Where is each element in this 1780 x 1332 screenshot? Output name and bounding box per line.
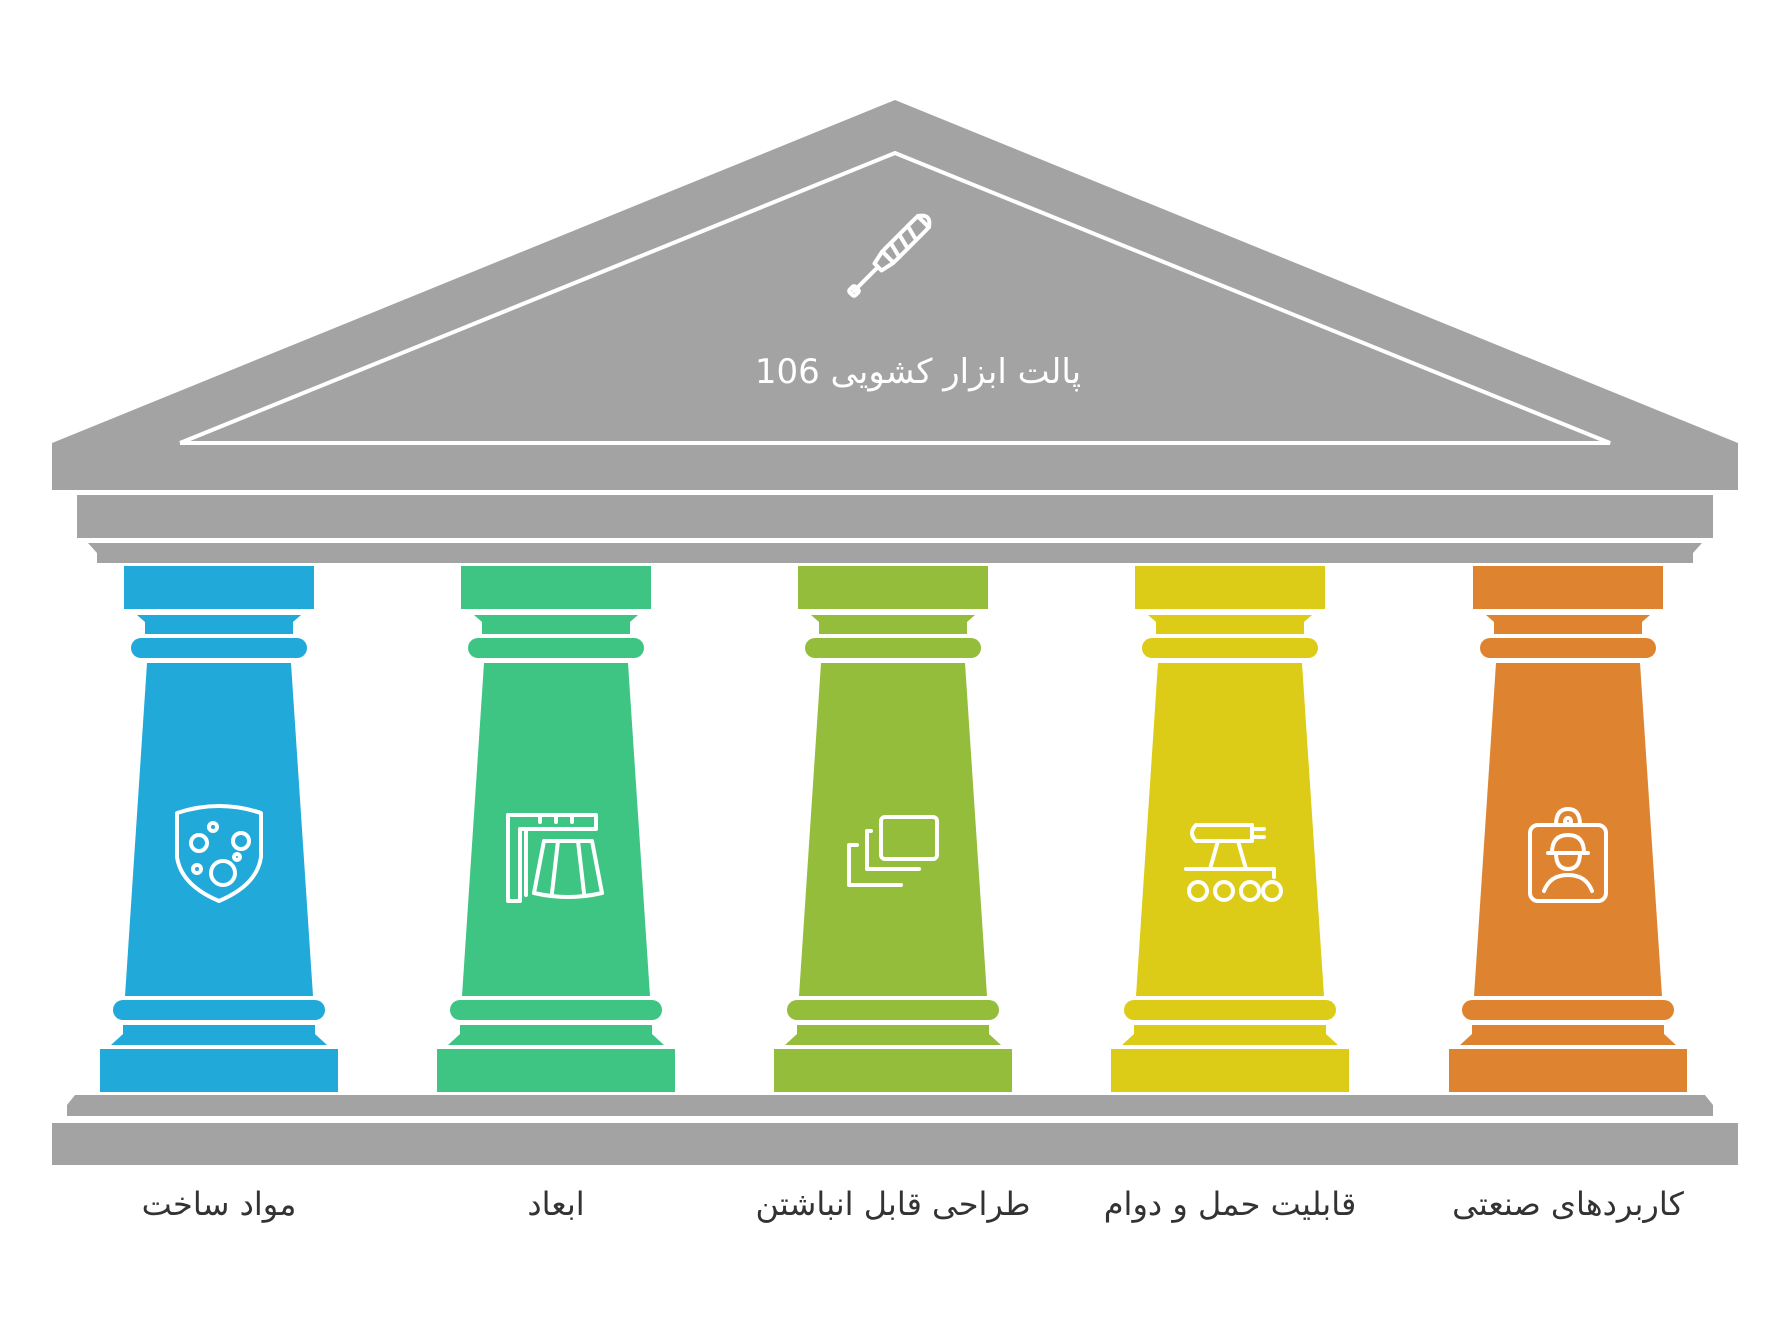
pillar-capital-neck (1486, 615, 1650, 634)
screwdriver-icon (847, 213, 932, 298)
pillar-label-3: طراحی قابل انباشتن (755, 1185, 1031, 1223)
material-shield-icon-part (207, 821, 219, 833)
cannon-cart-icon-part (1190, 823, 1254, 843)
stacked-layers-icon-part (847, 843, 903, 887)
capital-shelf (88, 543, 1702, 563)
pillar-label-1: مواد ساخت (141, 1185, 297, 1223)
pillar-3 (774, 566, 1012, 1092)
pillar-label-4: قابلیت حمل و دوام (1103, 1185, 1357, 1223)
pillar-upper-ring (131, 638, 307, 658)
pillar-capital-neck (137, 615, 301, 634)
measure-dimensions-icon-part (532, 839, 604, 899)
worker-badge-icon-part (1542, 873, 1594, 893)
cannon-cart-icon-part (1187, 880, 1209, 902)
stacked-layers-icon (847, 815, 939, 887)
cannon-cart-icon-part (1261, 880, 1283, 902)
worker-badge-icon-part (1554, 851, 1582, 871)
pillar-upper-ring (1142, 638, 1318, 658)
measure-dimensions-icon-part (576, 839, 586, 895)
pediment-outline (179, 150, 1611, 445)
pillar-label-2: ابعاد (527, 1185, 585, 1223)
pillar-shaft (1474, 663, 1662, 996)
pillar-4 (1111, 566, 1349, 1092)
material-shield-icon-part (175, 804, 263, 903)
material-shield-icon-part (209, 859, 237, 887)
pillar-label-5: کاربردهای صنعتی (1452, 1185, 1684, 1223)
pillar-base-neck (785, 1025, 1001, 1045)
pillar-base (1111, 1049, 1349, 1092)
pillar-capital-neck (811, 615, 975, 634)
pillar-5 (1449, 566, 1687, 1092)
pillar-upper-ring (468, 638, 644, 658)
cannon-cart-icon-part (1250, 827, 1266, 839)
pillar-capital-neck (474, 615, 638, 634)
worker-badge-icon-part (1550, 833, 1586, 855)
pillar-base-neck (448, 1025, 664, 1045)
pillars (100, 566, 1687, 1092)
roof (52, 100, 1738, 563)
pillar-upper-ring (805, 638, 981, 658)
cannon-cart-icon-part (1213, 880, 1235, 902)
pillar-capital (461, 566, 651, 609)
material-shield-icon-part (231, 831, 251, 851)
pillar-shaft (1136, 663, 1324, 996)
pillar-lower-ring (787, 1000, 999, 1020)
pillar-base (100, 1049, 338, 1092)
pillar-base (437, 1049, 675, 1092)
material-shield-icon (175, 804, 263, 903)
pillar-base (774, 1049, 1012, 1092)
pediment (52, 100, 1738, 490)
worker-badge-icon (1528, 807, 1608, 903)
pillar-capital (798, 566, 988, 609)
measure-dimensions-icon-part (550, 839, 560, 895)
material-shield-icon-part (191, 863, 203, 875)
pillar-upper-ring (1480, 638, 1656, 658)
pillar-shaft (799, 663, 987, 996)
pillar-lower-ring (113, 1000, 325, 1020)
worker-badge-icon-part (1563, 816, 1573, 826)
pillar-base-neck (1122, 1025, 1338, 1045)
pillar-lower-ring (450, 1000, 662, 1020)
base-step-top (67, 1095, 1713, 1116)
entablature (77, 495, 1713, 538)
pillar-shaft (125, 663, 313, 996)
pillar-capital (1135, 566, 1325, 609)
pillar-base (1449, 1049, 1687, 1092)
base (52, 1095, 1738, 1165)
pillar-base-neck (111, 1025, 327, 1045)
pillar-1 (100, 566, 338, 1092)
temple-title: پالت ابزار کشویی 106 (755, 352, 1081, 392)
pillar-lower-ring (1124, 1000, 1336, 1020)
base-step-bottom (52, 1123, 1738, 1165)
material-shield-icon-part (232, 852, 242, 862)
stacked-layers-icon-part (865, 829, 921, 871)
pillar-base-neck (1460, 1025, 1676, 1045)
worker-badge-icon-part (1554, 807, 1582, 827)
cannon-cart-icon-part (1239, 880, 1261, 902)
pillar-capital (1473, 566, 1663, 609)
measure-dimensions-icon (506, 813, 604, 903)
cannon-cart-icon-part (1184, 867, 1276, 879)
cannon-cart-icon (1184, 823, 1283, 902)
pillar-capital-neck (1148, 615, 1312, 634)
material-shield-icon-part (189, 833, 209, 853)
pillar-2 (437, 566, 675, 1092)
pillar-capital (124, 566, 314, 609)
pillar-lower-ring (1462, 1000, 1674, 1020)
stacked-layers-icon-part (879, 815, 939, 861)
measure-dimensions-icon-part (506, 813, 598, 903)
